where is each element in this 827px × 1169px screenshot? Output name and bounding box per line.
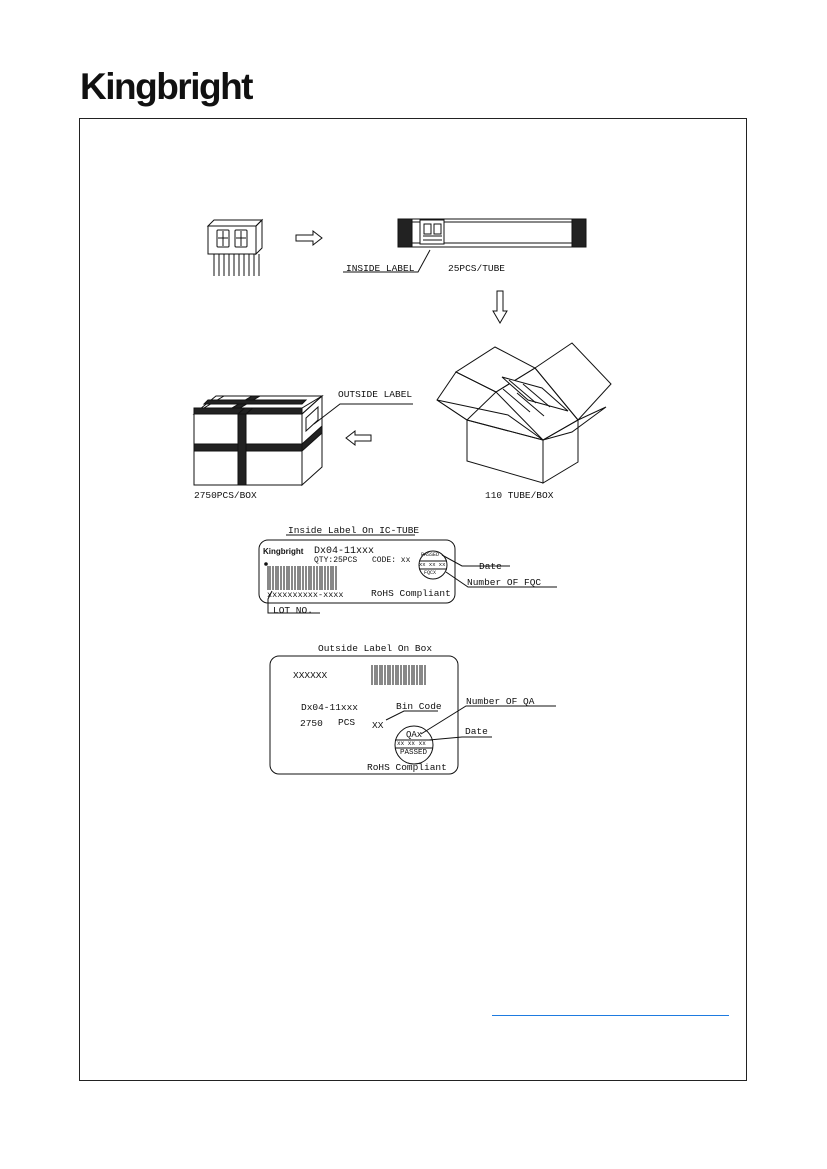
- hyperlink-underline[interactable]: [492, 1015, 729, 1016]
- outside-label-text: OUTSIDE LABEL: [338, 389, 413, 400]
- closed-box-illustration: [192, 394, 324, 487]
- outside-code: XXXXXX: [293, 670, 328, 681]
- outside-pcs: PCS: [338, 717, 356, 728]
- outside-part: Dx04-11xxx: [301, 702, 359, 713]
- outside-stamp-top: QAx: [406, 730, 423, 740]
- outside-label-title: Outside Label On Box: [318, 643, 433, 654]
- inside-callout-fqc: Number OF FQC: [467, 577, 542, 588]
- inside-label-text: INSIDE LABEL: [346, 263, 415, 274]
- inside-label-brand: Kingbright: [263, 547, 304, 556]
- outside-bin-value: XX: [372, 720, 384, 731]
- outside-callout-bin: Bin Code: [396, 701, 442, 712]
- outside-stamp-bottom: PASSED: [400, 749, 428, 757]
- inside-label-part: Dx04-11xxx: [314, 546, 375, 557]
- inside-label-title: Inside Label On IC-TUBE: [288, 525, 420, 536]
- page-frame: [79, 118, 747, 1081]
- outside-callout-date: Date: [465, 726, 488, 737]
- tube-illustration: [397, 218, 587, 248]
- outside-qty: 2750: [300, 718, 323, 729]
- outside-rohs: RoHS Compliant: [367, 762, 447, 773]
- open-carton-illustration: [436, 342, 612, 484]
- display-component-illustration: [206, 218, 264, 276]
- outside-callout-qa: Number OF QA: [466, 696, 535, 707]
- inside-stamp-top: PASSED: [421, 552, 440, 558]
- outside-label-card: [269, 655, 459, 775]
- inside-lot-value: xxxxxxxxxx-xxxx: [267, 590, 344, 600]
- arrow-right-icon: [295, 229, 323, 247]
- tube-qty-text: 25PCS/TUBE: [448, 263, 506, 274]
- inside-callout-date: Date: [479, 561, 502, 572]
- inside-rohs: RoHS Compliant: [371, 588, 451, 599]
- inside-label-code: CODE: xx: [372, 556, 411, 565]
- outside-stamp-mid: xx xx xx: [397, 740, 426, 747]
- arrow-down-icon: [492, 290, 508, 324]
- inside-callout-lot: LOT NO.: [273, 605, 313, 616]
- inside-stamp-mid: xx xx xx: [419, 561, 446, 568]
- inside-stamp-bottom: FQCX: [424, 570, 437, 576]
- inside-label-qty: QTY:25PCS: [314, 556, 358, 565]
- brand-logo: Kingbright: [80, 66, 254, 107]
- tube-per-box-text: 110 TUBE/BOX: [485, 490, 554, 501]
- inside-label-card: [258, 534, 456, 604]
- box-qty-text: 2750PCS/BOX: [194, 490, 257, 501]
- arrow-left-icon: [345, 429, 372, 447]
